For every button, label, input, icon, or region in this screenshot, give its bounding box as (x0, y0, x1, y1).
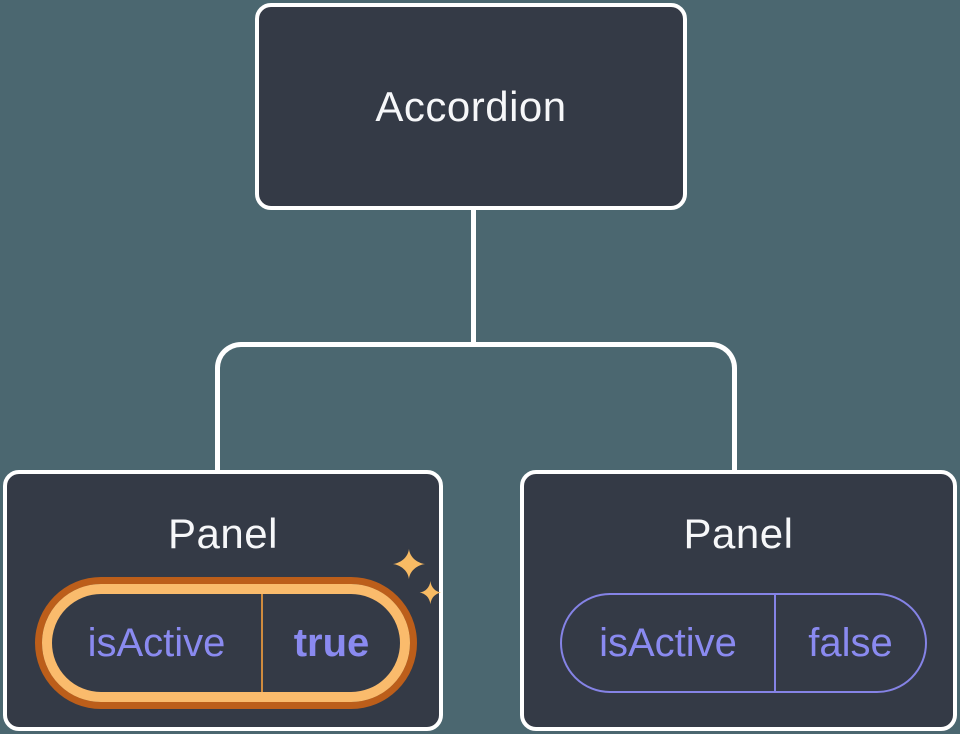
state-pill-active: isActive true (42, 584, 410, 702)
node-panel-inactive: Panel isActive false (520, 470, 957, 731)
state-name: isActive (87, 620, 226, 665)
accordion-label: Accordion (375, 82, 567, 130)
state-value: false (774, 595, 925, 691)
state-pill-inactive: isActive false (560, 593, 927, 693)
sparkles-icon (392, 548, 442, 605)
connector-root-stem (471, 208, 476, 346)
connector-branch-bracket (215, 342, 737, 470)
panel-title: Panel (168, 510, 278, 557)
node-accordion: Accordion (255, 3, 687, 210)
node-panel-active: Panel isActive true (3, 470, 443, 731)
state-name: isActive (599, 620, 737, 665)
panel-title: Panel (683, 510, 794, 557)
state-value: true (261, 594, 400, 692)
